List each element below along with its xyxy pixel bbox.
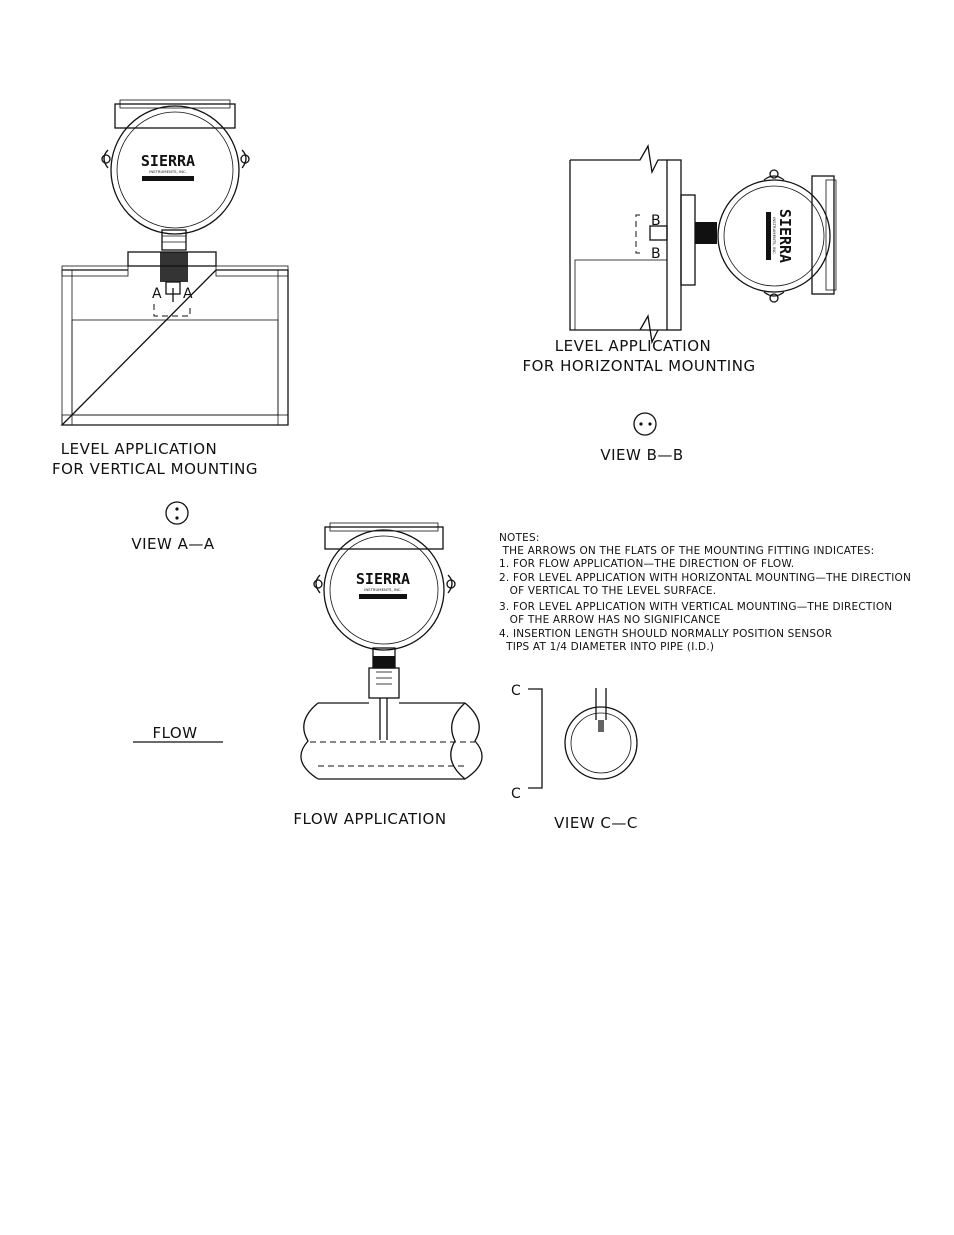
flow-caption: FLOW APPLICATION: [293, 810, 446, 828]
flow-figure: SIERRA INSTRUMENTS, INC.: [300, 522, 483, 780]
liquid-level: [574, 259, 668, 331]
housing-top-hub: [114, 103, 236, 129]
note-line: OF THE ARROW HAS NO SIGNIFICANCE: [499, 614, 721, 626]
notes-block: NOTES: THE ARROWS ON THE FLATS OF THE MO…: [499, 532, 911, 653]
section-c-top: C: [511, 683, 521, 699]
flow-label: FLOW: [152, 724, 197, 742]
section-b-top: B: [651, 213, 661, 229]
view-b-b-symbol: [633, 412, 657, 436]
transmitter-enclosure: [323, 529, 445, 651]
housing-side-hub: [811, 175, 835, 295]
horizontal-caption-line1: LEVEL APPLICATION: [555, 337, 712, 355]
svg-text:SIERRA: SIERRA: [141, 152, 195, 170]
horizontal-mounting-figure: B B SIERRA INSTRUMENTS, INC.: [569, 144, 837, 345]
sierra-logo: SIERRA INSTRUMENTS, INC.: [141, 152, 195, 181]
section-a-right: A: [183, 286, 193, 302]
section-a-left: A: [152, 286, 162, 302]
notes-heading: NOTES:: [499, 532, 540, 544]
view-c-c-label: VIEW C—C: [554, 814, 638, 832]
note-line: OF VERTICAL TO THE LEVEL SURFACE.: [499, 585, 716, 597]
housing-top-hub: [324, 526, 444, 550]
pipe-cross-section: [564, 706, 638, 780]
svg-text:SIERRA: SIERRA: [776, 209, 794, 263]
svg-text:SIERRA: SIERRA: [356, 570, 410, 588]
view-c-c-figure: C C: [511, 683, 638, 802]
tank-wall: [666, 159, 682, 331]
note-line: 4. INSERTION LENGTH SHOULD NORMALLY POSI…: [499, 628, 832, 640]
section-c-bottom: C: [511, 786, 521, 802]
section-b-bottom: B: [651, 246, 661, 262]
transmitter-enclosure: [717, 179, 831, 293]
sierra-logo: SIERRA INSTRUMENTS, INC.: [766, 209, 794, 263]
horizontal-caption-line2: FOR HORIZONTAL MOUNTING: [522, 357, 755, 375]
note-line: THE ARROWS ON THE FLATS OF THE MOUNTING …: [499, 545, 874, 557]
note-line: 3. FOR LEVEL APPLICATION WITH VERTICAL M…: [499, 601, 892, 613]
note-line: 1. FOR FLOW APPLICATION—THE DIRECTION OF…: [499, 558, 794, 570]
mounting-fitting: [161, 229, 187, 251]
view-b-b-label: VIEW B—B: [600, 446, 683, 464]
note-line: 2. FOR LEVEL APPLICATION WITH HORIZONTAL…: [499, 572, 911, 584]
svg-text:INSTRUMENTS, INC.: INSTRUMENTS, INC.: [772, 217, 777, 255]
vertical-caption-line1: LEVEL APPLICATION: [61, 440, 218, 458]
flange: [680, 194, 696, 286]
view-a-a-label: VIEW A—A: [131, 535, 215, 553]
tank-outline: [60, 269, 289, 426]
sierra-logo: SIERRA INSTRUMENTS, INC.: [356, 570, 410, 599]
transmitter-enclosure: [110, 105, 240, 235]
svg-text:INSTRUMENTS, INC.: INSTRUMENTS, INC.: [149, 169, 187, 174]
svg-text:INSTRUMENTS, INC.: INSTRUMENTS, INC.: [364, 587, 402, 592]
note-line: TIPS AT 1/4 DIAMETER INTO PIPE (I.D.): [499, 641, 714, 653]
mounting-fitting: [695, 222, 717, 244]
flow-direction-indicator: FLOW: [133, 724, 223, 743]
vertical-caption-line2: FOR VERTICAL MOUNTING: [52, 460, 258, 478]
view-a-a-symbol: [165, 501, 189, 525]
vertical-mounting-figure: SIERRA INSTRUMENTS, INC. A A: [60, 99, 289, 426]
liquid-level: [71, 319, 279, 416]
